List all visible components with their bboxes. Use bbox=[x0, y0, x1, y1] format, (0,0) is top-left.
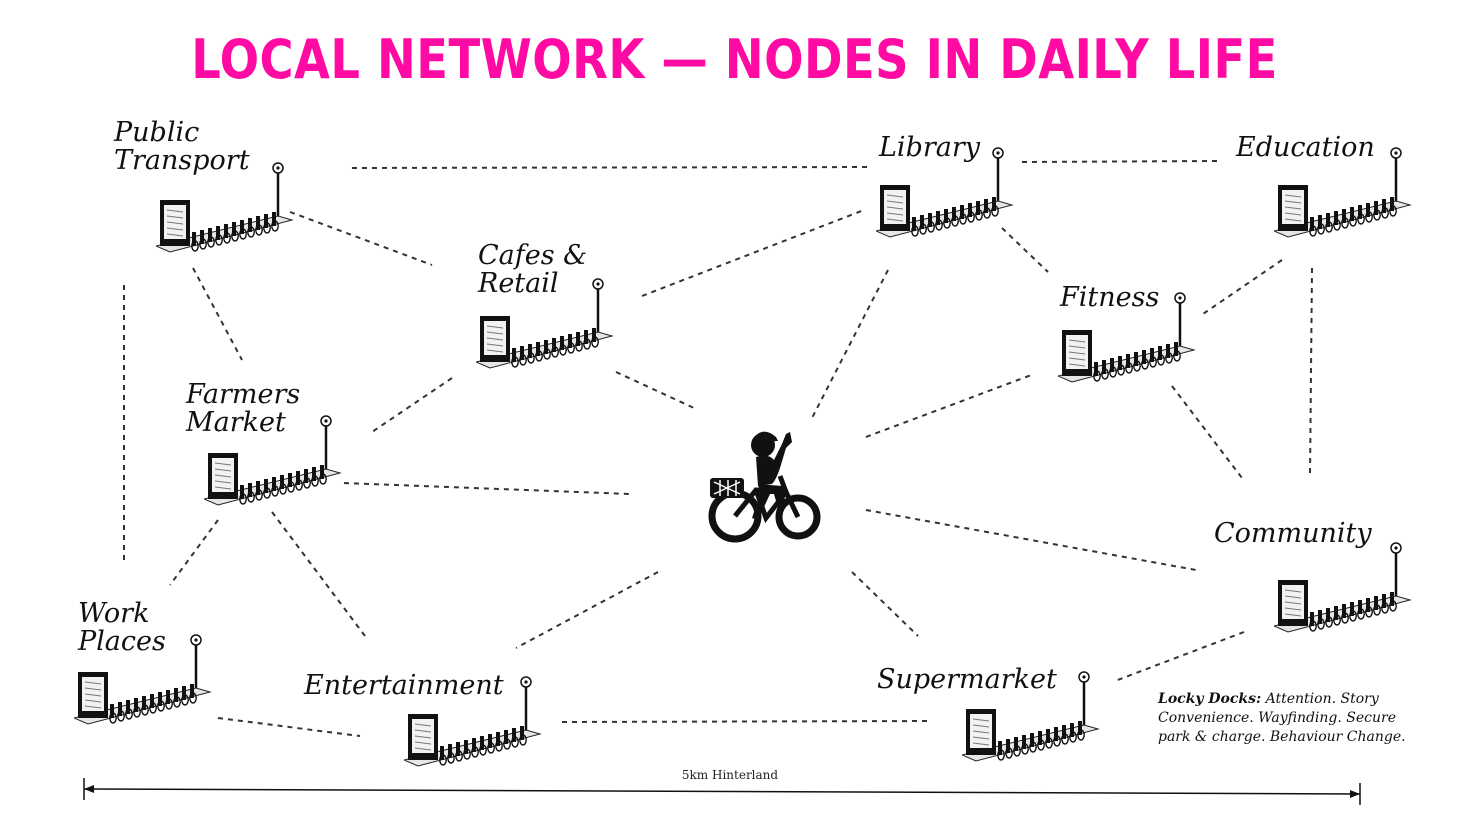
connection-line bbox=[1021, 160, 1219, 163]
connection-line bbox=[217, 717, 361, 737]
connection-line bbox=[1199, 259, 1283, 317]
node-label-line: Library bbox=[879, 132, 981, 163]
legend-heading: Locky Docks: bbox=[1158, 691, 1262, 707]
legend-text-2: Convenience. Wayfinding. Secure bbox=[1158, 710, 1396, 726]
connection-line bbox=[561, 720, 931, 723]
dock-cafes-retail-icon bbox=[474, 276, 616, 375]
connection-line bbox=[1001, 227, 1049, 273]
dock-community-icon bbox=[1272, 540, 1414, 639]
dock-fitness-icon bbox=[1056, 290, 1198, 389]
node-label-line: Fitness bbox=[1060, 282, 1160, 313]
dock-public-transport-icon bbox=[154, 160, 296, 259]
legend-text-1: Attention. Story bbox=[1261, 691, 1379, 707]
node-label-community: Community bbox=[1214, 520, 1372, 548]
connection-line bbox=[1309, 267, 1313, 477]
dock-farmers-market-icon bbox=[202, 413, 344, 512]
node-label-line: Community bbox=[1214, 518, 1372, 549]
cyclist-icon bbox=[708, 431, 821, 543]
connection-line bbox=[515, 571, 659, 649]
legend-text-3: park & charge. Behaviour Change. bbox=[1158, 729, 1406, 745]
node-label-line: Transport bbox=[114, 145, 250, 176]
node-label-line: Retail bbox=[478, 268, 559, 299]
connection-line bbox=[169, 519, 219, 586]
node-label-line: Supermarket bbox=[877, 664, 1057, 695]
node-label-fitness: Fitness bbox=[1060, 284, 1159, 312]
scale-label: 5km Hinterland bbox=[681, 768, 779, 782]
connection-line bbox=[343, 482, 631, 495]
node-label-education: Education bbox=[1236, 134, 1375, 162]
node-label-line: Education bbox=[1236, 132, 1375, 163]
connection-line bbox=[271, 511, 369, 641]
connection-line bbox=[811, 269, 889, 419]
node-label-line: Farmers bbox=[186, 379, 301, 410]
node-label-entertainment: Entertainment bbox=[304, 672, 504, 700]
dock-work-places-icon bbox=[72, 632, 214, 731]
connection-line bbox=[1114, 631, 1245, 682]
node-label-library: Library bbox=[879, 134, 980, 162]
dock-library-icon bbox=[874, 145, 1016, 244]
node-label-line: Places bbox=[78, 626, 166, 657]
dock-entertainment-icon bbox=[402, 674, 544, 773]
connection-line bbox=[192, 267, 243, 361]
node-label-line: Entertainment bbox=[304, 670, 504, 701]
node-label-line: Market bbox=[186, 407, 286, 438]
node-label-line: Public bbox=[114, 117, 200, 148]
node-label-supermarket: Supermarket bbox=[877, 666, 1057, 694]
connection-line bbox=[371, 377, 453, 433]
connection-line bbox=[351, 166, 871, 169]
connection-line bbox=[615, 371, 695, 409]
legend: Locky Docks: Attention. Story Convenienc… bbox=[1158, 690, 1458, 747]
node-label-line: Cafes & bbox=[478, 240, 588, 271]
node-label-line: Work bbox=[78, 598, 150, 629]
node-label-cafes-retail: Cafes &Retail bbox=[478, 242, 587, 298]
dock-education-icon bbox=[1272, 145, 1414, 244]
page-title: LOCAL NETWORK — NODES IN DAILY LIFE bbox=[191, 28, 1278, 91]
dock-supermarket-icon bbox=[960, 669, 1102, 768]
